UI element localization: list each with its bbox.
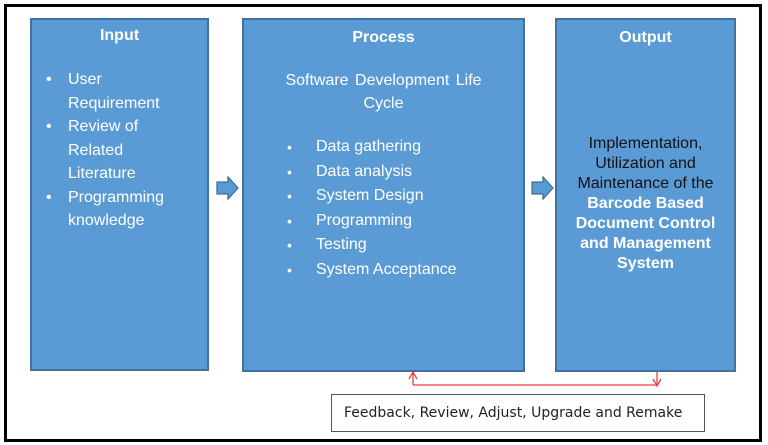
process-list: Data gathering Data analysis System Desi… xyxy=(286,135,457,283)
input-item: Programming knowledge xyxy=(46,186,188,233)
process-item: System Design xyxy=(287,184,457,209)
process-box: Process Software Development Life Cycle … xyxy=(242,18,525,372)
right-arrow-icon xyxy=(531,176,554,200)
process-item: System Acceptance xyxy=(287,258,456,283)
output-text-plain: Implementation, Utilization and Maintena… xyxy=(577,135,714,192)
output-description: Implementation, Utilization and Maintena… xyxy=(565,134,726,274)
output-box: Output Implementation, Utilization and M… xyxy=(555,18,736,372)
input-item: User Requirement xyxy=(46,68,188,115)
output-text-bold: Barcode Based Document Control and Manag… xyxy=(575,195,716,272)
process-item: Testing xyxy=(287,233,457,258)
process-item: Data gathering xyxy=(287,135,457,160)
process-item: Data analysis xyxy=(287,160,457,185)
input-list: User Requirement Review of Related Liter… xyxy=(46,68,188,233)
input-item: Review of Related Literature xyxy=(46,115,163,186)
input-title: Input xyxy=(99,27,140,44)
input-box: Input User Requirement Review of Related… xyxy=(30,18,209,371)
output-title: Output xyxy=(619,29,672,46)
feedback-box: Feedback, Review, Adjust, Upgrade and Re… xyxy=(331,394,705,432)
process-item: Programming xyxy=(287,209,457,234)
right-arrow-icon xyxy=(216,176,239,200)
process-subtitle: Software Development Life Cycle xyxy=(285,72,482,112)
process-title: Process xyxy=(352,29,415,46)
